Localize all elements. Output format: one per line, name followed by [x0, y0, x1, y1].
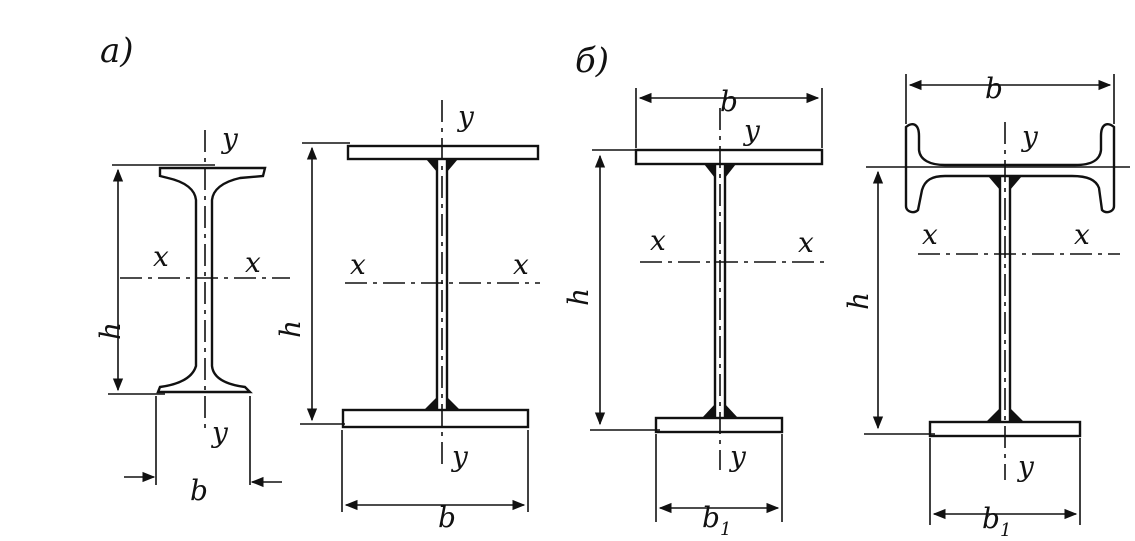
section1-x-right: x	[245, 246, 261, 279]
section3-y-bottom: y	[728, 440, 747, 473]
unequal-flange-beam-section	[590, 88, 830, 522]
section3-b1-label: b1	[702, 501, 731, 540]
channel-flange-beam-section	[864, 74, 1130, 525]
section3-y-top: y	[742, 114, 761, 147]
group-a-label: а)	[100, 31, 134, 71]
section3-x-right: x	[798, 226, 814, 259]
section2-x-right: x	[513, 248, 529, 281]
section1-h-label: h	[94, 322, 127, 340]
section1-y-bottom: y	[210, 416, 229, 449]
section1-b-label: b	[190, 474, 208, 507]
section2-h-label: h	[274, 320, 307, 338]
section2-b-label: b	[438, 501, 456, 534]
section3-h-label: h	[562, 288, 595, 306]
section4-h-label: h	[842, 292, 875, 310]
section2-x-left: x	[350, 248, 366, 281]
section4-y-bottom: y	[1016, 450, 1035, 483]
section2-y-bottom: y	[450, 440, 469, 473]
section4-b1-label: b1	[982, 502, 1011, 541]
section2-y-top: y	[456, 100, 475, 133]
section4-b-top-label: b	[985, 72, 1003, 105]
section4-x-right: x	[1074, 218, 1090, 251]
section4-y-top: y	[1020, 120, 1039, 153]
section3-x-left: x	[650, 224, 666, 257]
rolled-i-beam-section	[108, 130, 290, 488]
section4-x-left: x	[922, 218, 938, 251]
section1-x-left: x	[153, 240, 169, 273]
welded-i-beam-section	[300, 100, 540, 512]
section1-y-top: y	[220, 122, 239, 155]
group-b-label: б)	[575, 41, 609, 81]
section3-b-top-label: b	[720, 85, 738, 118]
